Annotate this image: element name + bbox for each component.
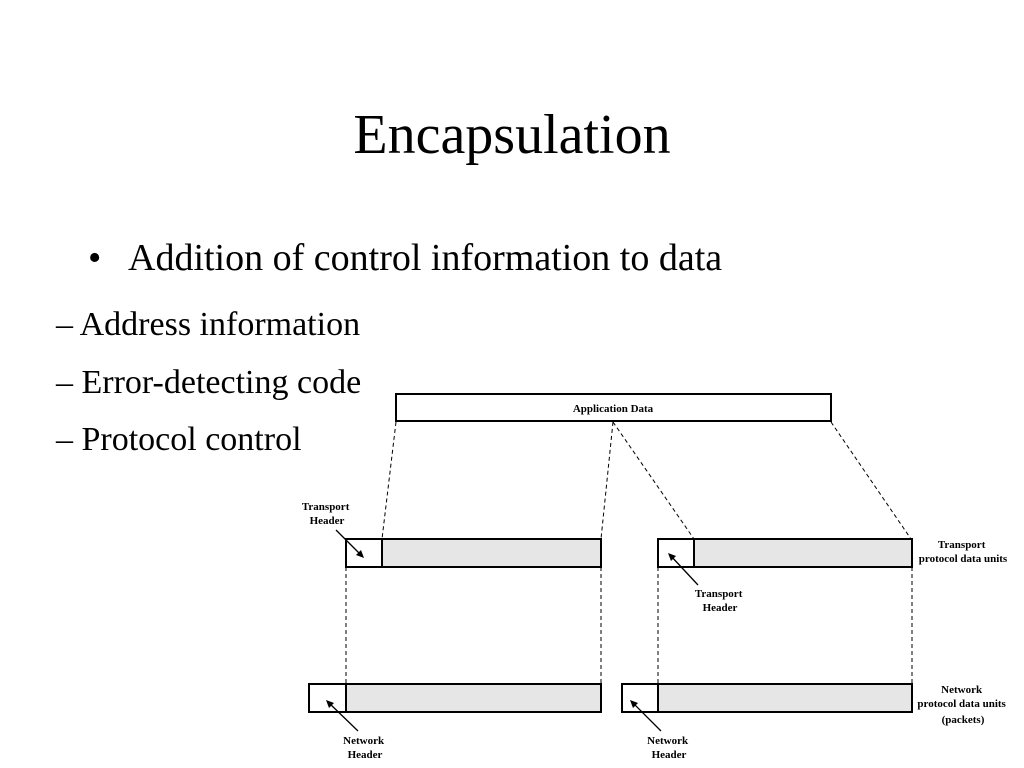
bullet-item: • Addition of control information to dat… (88, 234, 722, 282)
network-header-label-left: Network Header (343, 735, 387, 761)
sub-bullet-protocol-control: – Protocol control (56, 421, 302, 458)
arrow-icon (630, 700, 662, 732)
transport-pdu-left (345, 538, 602, 568)
transport-pdu-right (657, 538, 913, 568)
network-header-label-right: Network Header (647, 735, 691, 761)
network-payload-left (345, 683, 602, 713)
bullet-text: Addition of control information to data (128, 237, 723, 279)
transport-payload-left (381, 538, 602, 568)
network-header-box-right (621, 683, 659, 713)
sub-bullet-list: – Address information – Error-detecting … (56, 296, 361, 469)
arrow-icon (335, 529, 364, 558)
network-pdu-right (621, 683, 913, 713)
slide-title: Encapsulation (353, 104, 671, 166)
sub-bullet-error-code: – Error-detecting code (56, 363, 362, 401)
connector-app-left (381, 421, 397, 540)
network-payload-right (657, 683, 913, 713)
application-data-label: Application Data (573, 403, 654, 415)
connector-app-mid-left (600, 421, 614, 540)
connector-app-right (830, 421, 912, 540)
transport-header-label-right: Transport Header (695, 588, 745, 614)
network-header-box-left (308, 683, 347, 713)
transport-header-label-left: Transport Header (302, 501, 352, 527)
transport-header-box-left (345, 538, 383, 568)
bullet-symbol: • (88, 237, 102, 279)
bullet-list: • Addition of control information to dat… (88, 234, 722, 282)
pointer-arrows (326, 529, 699, 732)
arrow-icon (668, 553, 699, 586)
sub-bullet-address: – Address information (56, 306, 361, 343)
network-pdu-left (308, 683, 602, 713)
transport-payload-right (693, 538, 913, 568)
transport-pdu-label: Transport protocol data units (919, 539, 1008, 565)
connector-app-mid-right (612, 421, 695, 540)
transport-header-box-right (657, 538, 695, 568)
application-data-box (395, 393, 832, 422)
application-data-bar: Application Data (395, 393, 832, 422)
arrow-icon (326, 700, 359, 732)
network-pdu-label: Network protocol data units (packets) (917, 684, 1008, 726)
connector-lines (345, 421, 913, 684)
